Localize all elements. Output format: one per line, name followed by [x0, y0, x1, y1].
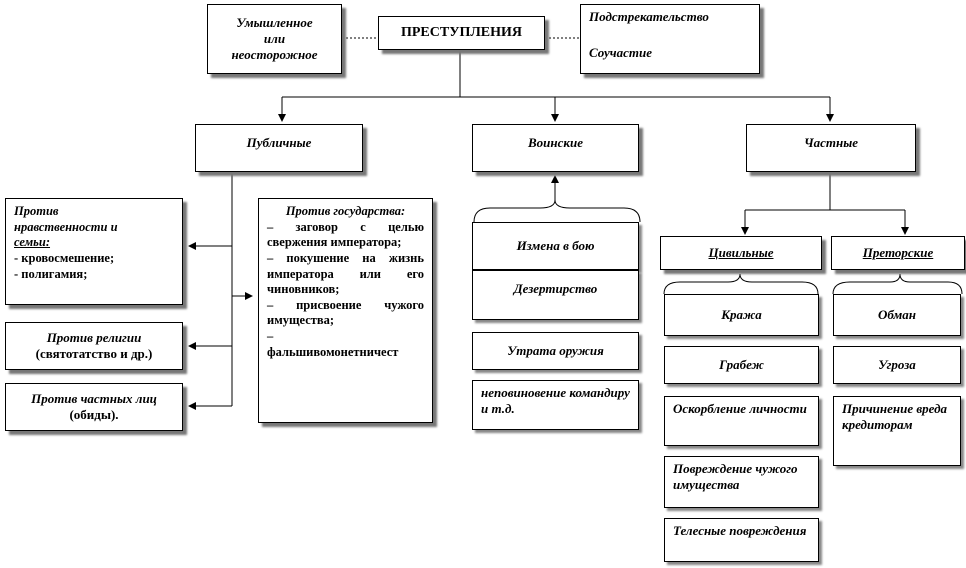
morality-heading-2: нравственности и: [14, 219, 118, 234]
morality-item-2: - полигамия;: [14, 266, 88, 281]
praetorian-item: Угроза: [833, 346, 961, 384]
military-item: Дезертирство: [472, 270, 639, 320]
category-military: Воинские: [472, 124, 639, 172]
civil-item: Повреждение чужого имущества: [664, 456, 819, 508]
category-private-label: Частные: [803, 135, 859, 150]
state-item-4: –: [267, 329, 274, 343]
religion-line-1: Против религии: [46, 329, 142, 345]
state-item-5: фальшивомонетничест: [267, 344, 399, 359]
morality-heading-1: Против: [14, 204, 59, 218]
public-religion-box: Против религии (святотатство и др.): [5, 322, 183, 370]
civil-item: Оскорбление личности: [664, 396, 819, 446]
praetorian-item: Обман: [833, 294, 961, 336]
praetorian-item-label: Причинение вреда кредиторам: [842, 401, 948, 433]
civil-item-label: Грабеж: [719, 356, 764, 372]
praetorian-item-label: Угроза: [878, 356, 916, 372]
category-public: Публичные: [195, 124, 363, 172]
persons-line-2: (обиды).: [69, 407, 119, 422]
public-persons-box: Против частных лиц (обиды).: [5, 383, 183, 431]
military-item: неповиновение командиру и т.д.: [472, 380, 639, 430]
civil-item: Телесные повреждения: [664, 518, 819, 562]
persons-line-1: Против частных лиц: [31, 390, 157, 406]
morality-heading-3: семьи:: [14, 235, 51, 250]
praetorian-item-label: Обман: [877, 306, 916, 322]
military-item: Утрата оружия: [472, 332, 639, 370]
category-military-label: Воинские: [528, 135, 583, 150]
civil-item-label: Телесные повреждения: [673, 523, 807, 538]
state-heading: Против государства:: [285, 204, 406, 218]
private-civil-box: Цивильные: [660, 236, 822, 270]
intent-box: Умышленное или неосторожное: [207, 4, 342, 74]
civil-item: Грабеж: [664, 346, 819, 384]
military-item-label: неповиновение командиру и т.д.: [481, 385, 630, 417]
religion-line-2: (святотатство и др.): [35, 346, 153, 361]
public-morality-box: Против нравственности и семьи: - кровосм…: [5, 198, 183, 305]
civil-item-label: Кража: [721, 306, 762, 322]
state-item-3: – присвоение чужого имущества;: [267, 297, 424, 328]
title-box: ПРЕСТУПЛЕНИЯ: [378, 16, 545, 50]
public-state-box: Против государства: – заговор с целью св…: [258, 198, 433, 423]
state-item-2: – покушение на жизнь императора или его …: [267, 250, 424, 297]
military-item: Измена в бою: [472, 222, 639, 270]
complicity-box: Подстрекательство Соучастие: [580, 4, 760, 74]
page-title: ПРЕСТУПЛЕНИЯ: [400, 25, 523, 41]
intent-line-2: или: [263, 30, 286, 46]
civil-item-label: Оскорбление личности: [673, 401, 807, 416]
private-praetorian-box: Преторские: [831, 236, 965, 270]
complicity-line-2: Соучастие: [589, 45, 652, 61]
civil-item-label: Повреждение чужого имущества: [673, 461, 798, 493]
intent-line-3: неосторожное: [231, 47, 318, 63]
military-item-label: Дезертирство: [513, 281, 598, 296]
state-item-1: – заговор с целью свержения императора;: [267, 219, 424, 250]
intent-line-1: Умышленное: [236, 14, 313, 30]
private-praetorian-label: Преторские: [862, 244, 934, 260]
morality-item-1: - кровосмешение;: [14, 250, 115, 265]
military-item-label: Измена в бою: [516, 237, 595, 253]
category-private: Частные: [746, 124, 916, 172]
civil-item: Кража: [664, 294, 819, 336]
military-item-label: Утрата оружия: [507, 342, 604, 358]
praetorian-item: Причинение вреда кредиторам: [833, 396, 961, 466]
category-public-label: Публичные: [246, 135, 312, 150]
complicity-line-1: Подстрекательство: [589, 9, 709, 24]
private-civil-label: Цивильные: [708, 244, 774, 260]
